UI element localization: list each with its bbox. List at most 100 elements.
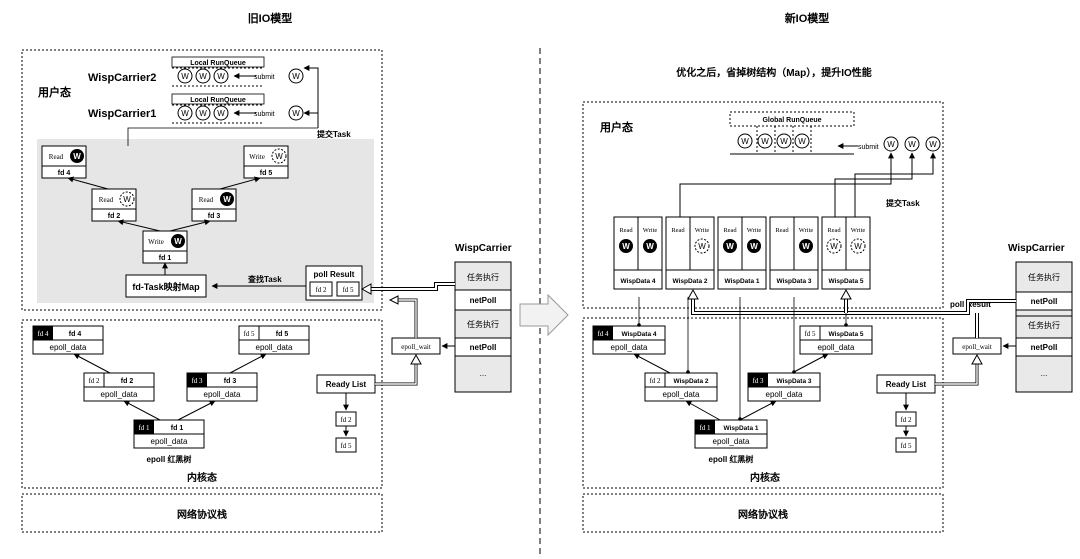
- svg-text:W: W: [181, 72, 189, 81]
- svg-text:Read: Read: [199, 196, 214, 204]
- right-epoll-node-fd5: fd 5 WispData 5 epoll_data: [799, 325, 873, 355]
- left-net-stack-label: 网络协议栈: [177, 508, 227, 521]
- wisp-task-w: W: [750, 242, 758, 251]
- left-carrier-column: 任务执行 netPoll 任务执行 netPoll ...: [454, 261, 512, 393]
- wisp-write-label: Write: [695, 227, 710, 234]
- right-epoll-node-fd4: fd 4 WispData 4 epoll_data: [592, 325, 666, 355]
- svg-text:netPoll: netPoll: [1031, 343, 1058, 352]
- wisp-read-label: Read: [619, 227, 633, 234]
- carrier2-task: W: [292, 72, 300, 81]
- svg-text:W: W: [223, 195, 231, 204]
- svg-text:fd 2: fd 2: [88, 377, 100, 385]
- svg-text:任务执行: 任务执行: [467, 319, 499, 329]
- svg-text:W: W: [181, 109, 189, 118]
- carrier1-name: WispCarrier1: [88, 108, 156, 120]
- tree-node-fd3: Read W fd 3: [191, 188, 237, 222]
- svg-text:WispData 1: WispData 1: [724, 425, 759, 432]
- right-submit-label: submit: [858, 144, 879, 151]
- left-ready-fd-b-label: fd 5: [340, 442, 352, 450]
- fd-task-map-box: [125, 274, 207, 298]
- right-epoll-node-fd1: fd 1 WispData 1 epoll_data: [694, 419, 768, 449]
- svg-text:W: W: [199, 72, 207, 81]
- carrier1-task-circle: [288, 105, 304, 121]
- left-poll-fd-a-label: fd 2: [315, 286, 327, 294]
- left-epoll-node-fd4: fd 4 fd 4 epoll_data: [32, 325, 104, 355]
- left-epoll-to-poll-path: [394, 298, 418, 338]
- svg-text:WispData 5: WispData 5: [829, 331, 864, 338]
- wisp-read-label: Read: [775, 227, 789, 234]
- wisp-write-label: Write: [851, 227, 866, 234]
- svg-text:epoll_data: epoll_data: [256, 343, 293, 352]
- svg-text:...: ...: [480, 369, 487, 378]
- svg-text:W: W: [741, 137, 749, 146]
- left-carrier-label: WispCarrier: [455, 243, 512, 254]
- svg-text:epoll_data: epoll_data: [766, 390, 803, 399]
- left-poll-result-label: poll Result: [314, 270, 355, 279]
- svg-text:fd 4: fd 4: [69, 331, 82, 338]
- left-ready-to-epoll: [375, 362, 418, 386]
- left-kernel-region: [21, 319, 383, 489]
- left-net-stack-region: [21, 493, 383, 533]
- fd-task-map-label: fd-Task映射Map: [132, 281, 200, 292]
- wisp-task-w: W: [802, 242, 810, 251]
- left-epoll-node-fd2: fd 2 fd 2 epoll_data: [83, 372, 155, 402]
- wisp-write-label: Write: [643, 227, 658, 234]
- right-net-stack-region: [582, 493, 944, 533]
- right-net-stack-label: 网络协议栈: [738, 508, 788, 521]
- carrier1-queue-label: Local RunQueue: [190, 97, 246, 104]
- svg-text:fd 1: fd 1: [159, 255, 172, 262]
- left-rbtree-label: epoll 红黑树: [147, 454, 192, 464]
- transition-arrow: [519, 293, 569, 337]
- carrier1-task: W: [292, 109, 300, 118]
- left-poll-fd-b: [336, 281, 360, 297]
- svg-text:epoll_data: epoll_data: [663, 390, 700, 399]
- svg-text:fd 3: fd 3: [208, 213, 221, 220]
- tree-node-fd1: Write W fd 1: [142, 230, 188, 264]
- svg-text:epoll_data: epoll_data: [101, 390, 138, 399]
- right-carrier-label: WispCarrier: [1008, 243, 1065, 254]
- left-epoll-node-fd5: fd 5 fd 5 epoll_data: [238, 325, 310, 355]
- wisp-data-label: WispData 5: [829, 278, 864, 285]
- task-route-line: [127, 127, 318, 146]
- right-carrier-column: 任务执行 netPoll 任务执行 netPoll ...: [1015, 261, 1073, 393]
- left-epoll-tree-edges: [73, 353, 267, 421]
- svg-text:fd 4: fd 4: [58, 170, 71, 177]
- right-subtitle: 优化之后，省掉树结构（Map），提升IO性能: [676, 66, 872, 79]
- svg-text:W: W: [761, 137, 769, 146]
- carrier2-queue-label-box: [171, 56, 265, 68]
- global-queue-dividers: [756, 126, 812, 154]
- svg-text:W: W: [123, 195, 131, 204]
- carrier1-queue-label-box: [171, 93, 265, 105]
- svg-text:fd 1: fd 1: [699, 424, 711, 432]
- right-poll-result-label: poll Result: [950, 300, 991, 309]
- svg-text:Write: Write: [148, 238, 164, 246]
- carrier1-slots: W W W: [177, 105, 229, 121]
- left-user-region: [21, 49, 383, 311]
- left-title: 旧IO模型: [248, 11, 293, 25]
- svg-text:fd 5: fd 5: [804, 330, 816, 338]
- svg-text:WispData 3: WispData 3: [777, 378, 812, 385]
- svg-text:fd 4: fd 4: [37, 330, 49, 338]
- wisp-task-w: W: [622, 242, 630, 251]
- carrier2-slots: W W W: [177, 68, 229, 84]
- right-ready-fd-b: [895, 437, 917, 453]
- right-user-mode-label: 用户态: [600, 120, 633, 134]
- tree-node-fd4: Read W fd 4: [41, 145, 87, 179]
- svg-text:fd 3: fd 3: [224, 378, 237, 385]
- svg-text:epoll_data: epoll_data: [204, 390, 241, 399]
- svg-text:W: W: [174, 237, 182, 246]
- wisp-write-label: Write: [747, 227, 762, 234]
- svg-text:W: W: [908, 140, 916, 149]
- svg-text:fd 2: fd 2: [121, 378, 134, 385]
- wisp-write-label: Write: [799, 227, 814, 234]
- wisp-task-w: W: [726, 242, 734, 251]
- global-queue-label: Global RunQueue: [762, 117, 821, 124]
- svg-text:任务执行: 任务执行: [1028, 320, 1060, 330]
- left-submit-task-label: 提交Task: [317, 129, 351, 139]
